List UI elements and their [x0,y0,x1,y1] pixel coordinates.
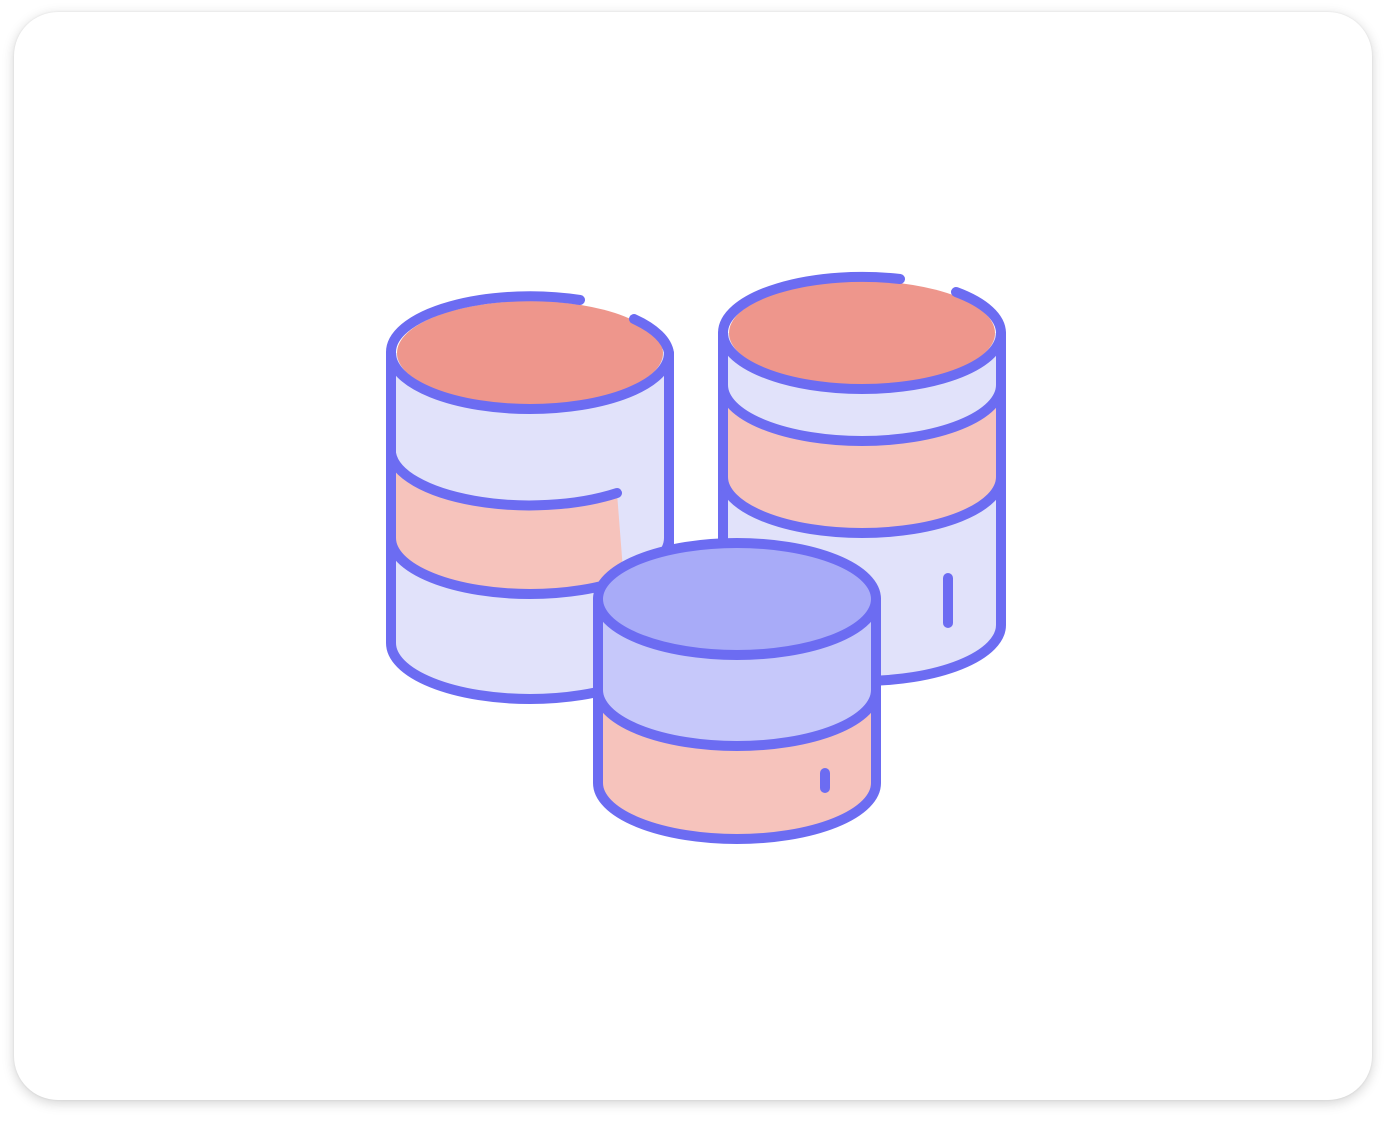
left-database-cylinder [385,291,674,704]
front-database-cylinder [593,538,881,844]
illustration-card [14,12,1372,1100]
database-stacks-icon [385,271,1006,844]
